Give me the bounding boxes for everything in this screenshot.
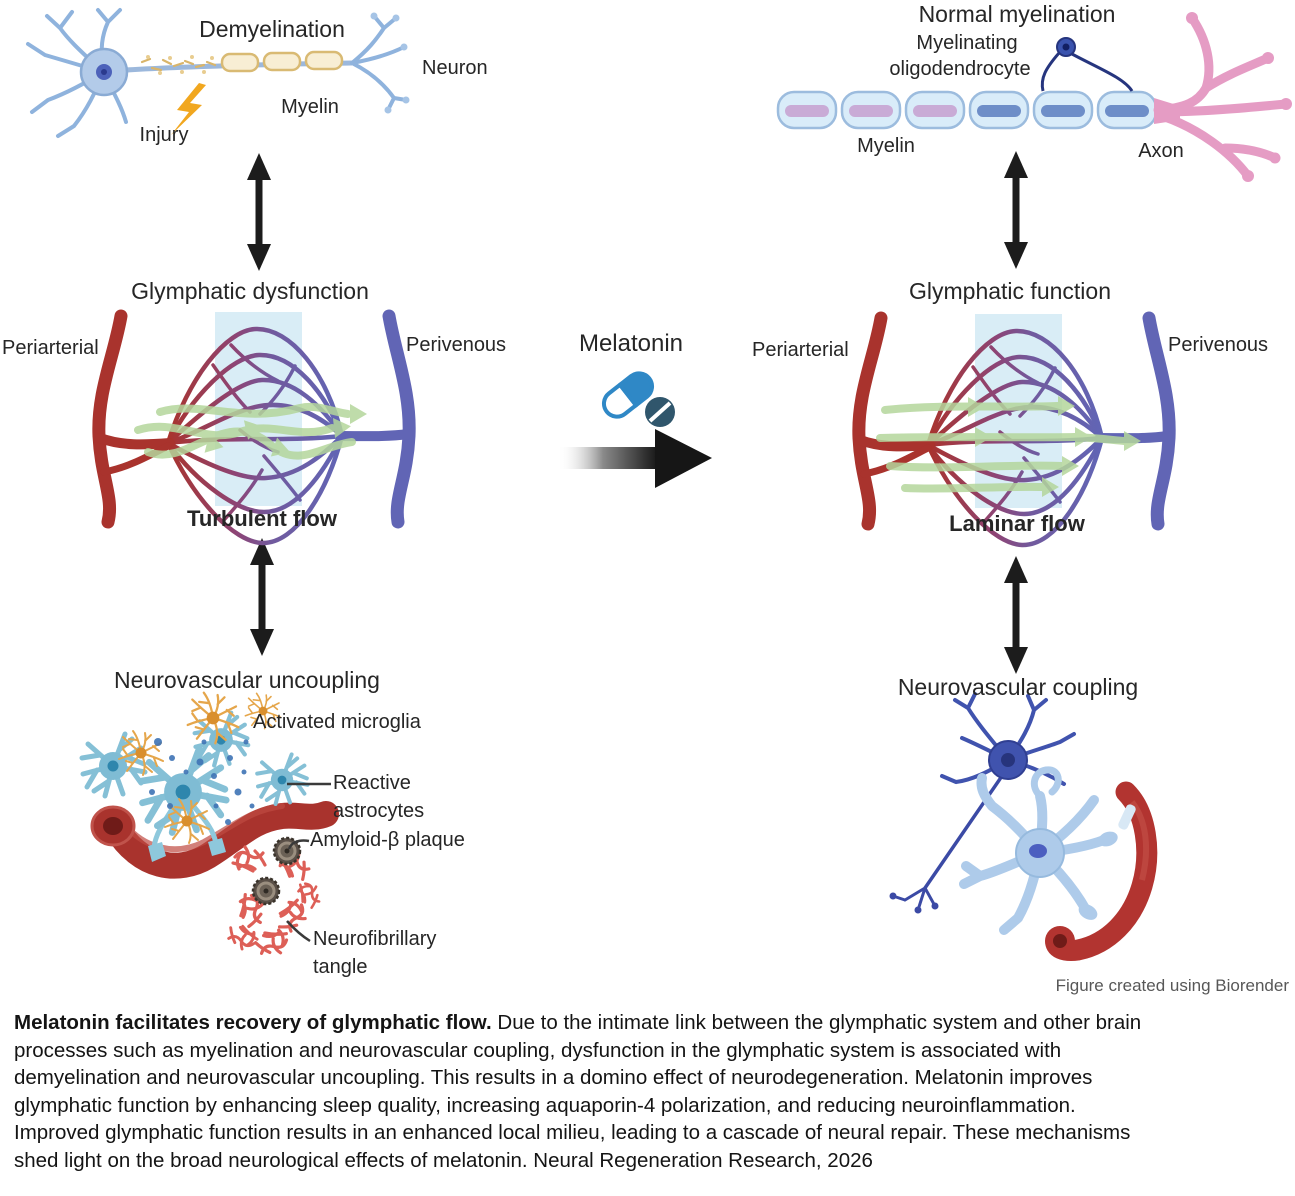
axon-terminal-pink [1153,12,1292,182]
caption-lead-bold: Melatonin facilitates recovery of glymph… [14,1011,492,1034]
neurovascular-coupling-illustration [889,692,1158,961]
perivenous-label-right: Perivenous [1168,334,1269,356]
myelin-label-left: Myelin [281,96,339,118]
perivenous-label-left: Perivenous [406,334,507,356]
demyelination-title: Demyelination [199,16,345,42]
normal-myelination-illustration [776,12,1292,182]
glymphatic-dysfunction-title: Glymphatic dysfunction [131,278,369,304]
injury-label: Injury [139,124,189,146]
myelin-sheath-segments [776,90,1158,130]
melatonin-pills-icon [601,371,675,427]
caption-lead-rest: Due to the intimate link between the gly… [491,1011,1142,1034]
activated-microglia-label: Activated microglia [253,711,421,733]
neurovascular-uncoupling-illustration [82,691,339,962]
turbulent-flow-arrows [134,402,367,460]
neurovascular-uncoupling-title: Neurovascular uncoupling [114,667,380,693]
leader-lines [286,782,331,943]
transition-arrow [558,429,712,488]
periarterial-label-right: Periarterial [752,339,849,361]
turbulent-flow-label: Turbulent flow [187,506,337,531]
biorender-credit: Figure created using Biorender [1055,976,1289,995]
neurovascular-coupling-title: Neurovascular coupling [897,674,1139,700]
bidirectional-arrow [1004,151,1028,269]
caption-line: shed light on the broad neurological eff… [14,1148,873,1172]
amyloid-plaque-label: Amyloid-β plaque [310,829,465,851]
figure-caption: Melatonin facilitates recovery of glymph… [14,1009,1286,1175]
injury-bolt-icon [171,83,206,135]
melatonin-label: Melatonin [578,330,684,357]
oligodendrocyte-cell [1040,37,1134,92]
caption-line: Improved glymphatic function results in … [14,1121,1131,1145]
caption-line: Melatonin facilitates recovery of glymph… [14,1009,1286,1037]
laminar-flow-arrows [876,396,1141,497]
normal-myelination-title: Normal myelination [918,1,1116,27]
amyloid-plaques [251,836,302,906]
demyelinated-neuron-illustration [26,8,410,138]
bidirectional-arrow [1004,556,1028,674]
tangle-label: tangle [313,956,368,978]
caption-line: glymphatic function by enhancing sleep q… [14,1093,1076,1117]
myelin-label-right: Myelin [857,135,915,157]
myelinating-label: Myelinating [916,32,1018,54]
neuron-label: Neuron [422,57,488,79]
bidirectional-arrow [247,153,271,271]
bidirectional-arrow [250,538,274,656]
reactive-astrocytes-label-1: Reactive [333,772,411,794]
myelin-segments [220,50,344,73]
caption-line: processes such as myelination and neurov… [14,1038,1062,1062]
glymphatic-function-title: Glymphatic function [909,278,1111,304]
blood-vessel [1045,781,1158,961]
periarterial-label-left: Periarterial [2,337,99,359]
axon-label: Axon [1138,140,1184,162]
damaged-myelin-debris [140,55,217,75]
blood-vessel [90,801,339,879]
caption-line: demyelination and neurovascular uncoupli… [14,1066,1093,1090]
reactive-astrocytes-label-2: astrocytes [333,800,425,822]
oligodendrocyte-label: oligodendrocyte [889,58,1031,80]
laminar-flow-label: Laminar flow [949,511,1085,536]
inflammation-dots [149,738,255,825]
neurofibrillary-label: Neurofibrillary [313,928,437,950]
